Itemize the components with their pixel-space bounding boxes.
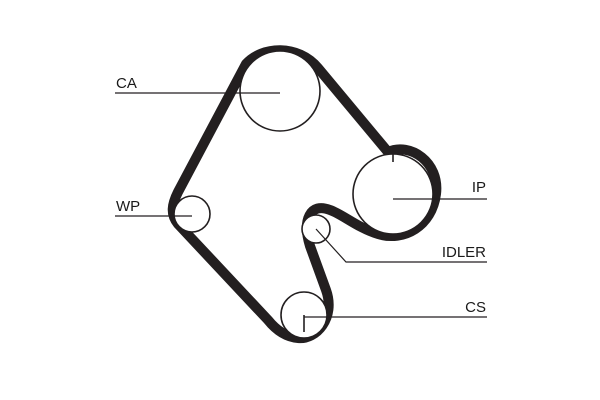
label-ca: CA — [116, 75, 137, 92]
label-wp: WP — [116, 198, 140, 215]
labels: CA WP IP IDLER CS — [116, 75, 486, 316]
pulley-wp — [173, 195, 211, 233]
leader-idler — [315, 228, 487, 263]
label-idler: IDLER — [442, 244, 486, 261]
leader-lines — [115, 92, 487, 318]
belt-outer — [167, 45, 442, 344]
pulley-cs — [280, 291, 328, 339]
pulley-ip — [352, 153, 434, 235]
pulley-ca — [239, 50, 321, 132]
timing-belt — [167, 45, 442, 344]
label-cs: CS — [465, 299, 486, 316]
label-ip: IP — [472, 179, 486, 196]
